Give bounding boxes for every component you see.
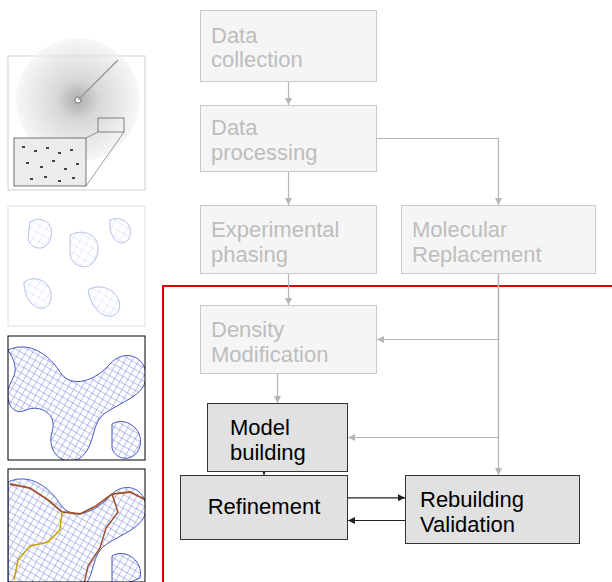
- flow-arrow: [377, 274, 499, 340]
- process-box: Rebuilding Validation: [405, 475, 580, 544]
- step-label: Rebuilding Validation: [420, 488, 542, 536]
- red-frame: [163, 286, 612, 582]
- greyed-step-box: Density Modification: [200, 305, 377, 374]
- flow-arrow: [288, 82, 289, 105]
- step-label: Refinement: [208, 495, 321, 519]
- greyed-step-box: Experimental phasing: [200, 205, 377, 274]
- faint-density-map: [8, 206, 145, 326]
- greyed-step-box: Data collection: [200, 10, 377, 82]
- flow-arrow: [498, 274, 499, 475]
- flow-arrow: [288, 172, 289, 205]
- flow-arrow: [277, 374, 278, 403]
- step-label: Molecular Replacement: [412, 218, 562, 266]
- greyed-step-box: Data processing: [200, 105, 377, 172]
- step-label: Data collection: [211, 24, 331, 72]
- greyed-step-box: Molecular Replacement: [401, 205, 596, 274]
- step-label: Density Modification: [211, 318, 343, 366]
- flow-arrow: [377, 139, 499, 206]
- density-map: [8, 336, 146, 461]
- flow-arrow: [348, 520, 405, 521]
- step-label: Model building: [230, 416, 330, 464]
- flow-arrow: [348, 497, 405, 498]
- step-label: Data processing: [211, 116, 331, 164]
- step-label: Experimental phasing: [211, 218, 351, 266]
- diffraction-image: [8, 38, 145, 190]
- process-box: Model building: [207, 403, 348, 472]
- density-map-with-model: [8, 469, 146, 582]
- process-box: Refinement: [180, 475, 348, 540]
- flow-arrow: [288, 274, 289, 305]
